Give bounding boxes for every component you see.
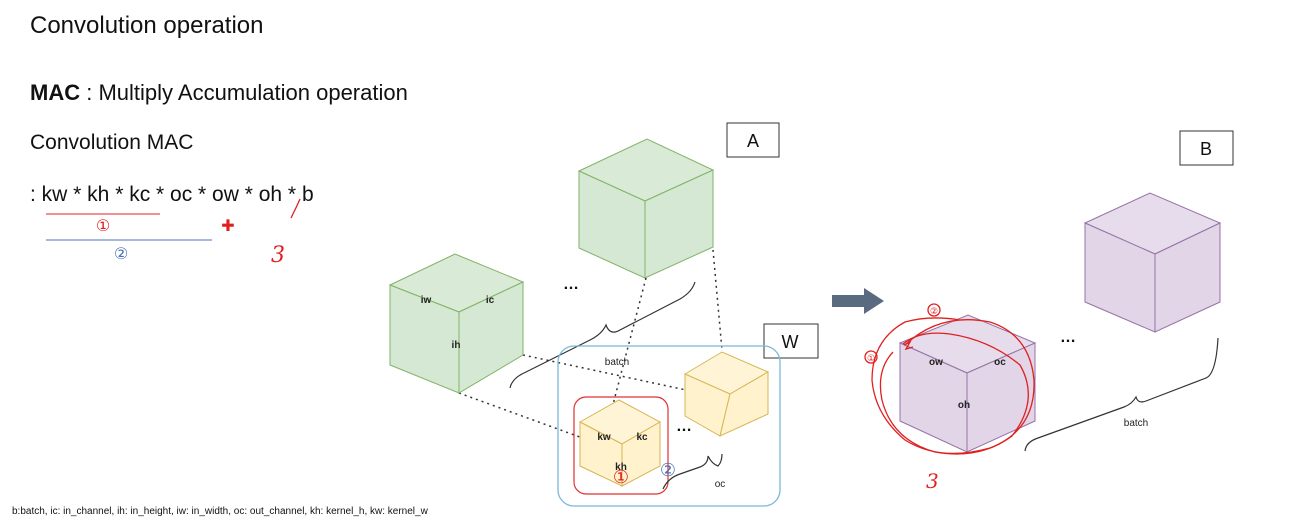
label-ow: ow: [929, 357, 943, 368]
ellipsis-input-batch: …: [563, 276, 579, 293]
ellipsis-kernel: …: [676, 418, 692, 435]
label-kc: kc: [636, 432, 648, 443]
label-batch-left: batch: [605, 357, 629, 368]
annotation-2-formula: ②: [114, 246, 128, 263]
page-title: Convolution operation: [30, 12, 264, 39]
label-ic: ic: [486, 295, 495, 306]
weight-region: [557, 345, 781, 507]
brace-oc: [662, 453, 723, 490]
label-iw: iw: [421, 295, 432, 306]
brace-batch-left: [509, 281, 696, 389]
annotation-3-formula: 3: [271, 243, 285, 268]
kernel-highlight: [573, 396, 669, 495]
annotation-3-slash: [290, 198, 301, 219]
output-cube-front: [898, 314, 1037, 453]
label-batch-right: batch: [1124, 418, 1148, 429]
box-b-label: B: [1200, 139, 1212, 159]
label-kw: kw: [597, 432, 611, 443]
input-cube-back: [577, 138, 715, 279]
annotation-1-formula: ①: [96, 218, 110, 235]
dotted-connectors: [458, 249, 723, 463]
mac-definition: MAC : Multiply Accumulation operation: [30, 80, 408, 106]
output-cube-back: [1083, 192, 1222, 333]
legend-text: b:batch, ic: in_channel, ih: in_height, …: [12, 506, 428, 517]
plus-icon: ✚: [221, 218, 234, 235]
arrow-right-icon: [832, 288, 884, 314]
mac-term: MAC: [30, 80, 81, 105]
brace-batch-right: [1024, 337, 1219, 452]
label-ih: ih: [452, 340, 461, 351]
box-b: [1179, 130, 1234, 166]
label-oc-brace: oc: [715, 479, 726, 490]
convolution-mac-label: Convolution MAC: [30, 131, 194, 154]
annotation-2-kernel: ②: [660, 460, 676, 480]
input-cube-front: [388, 253, 525, 394]
mac-definition-text: : Multiply Accumulation operation: [80, 80, 408, 105]
box-a: [726, 122, 780, 158]
annotation-1-kernel: ①: [613, 467, 629, 487]
mac-formula: : kw * kh * kc * oc * ow * oh * b: [30, 183, 314, 206]
annotation-1-output: ①: [867, 353, 875, 363]
box-w-label: W: [782, 332, 799, 352]
box-w: [763, 323, 819, 359]
annotation-3-output: 3: [926, 469, 939, 493]
handwritten-circle-annotation: [864, 303, 1035, 455]
kernel-cube-back: [683, 351, 770, 437]
box-a-label: A: [747, 131, 759, 151]
label-kh: kh: [615, 462, 627, 473]
label-oh: oh: [958, 400, 970, 411]
kernel-cube-front: [578, 399, 662, 487]
ellipsis-output-batch: …: [1060, 329, 1076, 346]
annotation-2-output: ②: [930, 306, 938, 316]
label-oc: oc: [994, 357, 1006, 368]
